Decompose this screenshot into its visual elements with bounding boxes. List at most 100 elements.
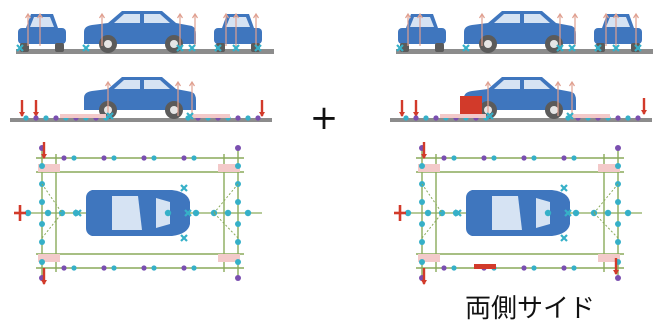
node xyxy=(572,209,580,217)
node xyxy=(101,155,107,161)
node xyxy=(561,265,567,271)
car-front-window xyxy=(30,17,54,27)
red-pin-head xyxy=(399,112,405,117)
cross-marker xyxy=(454,209,462,217)
node xyxy=(71,265,77,271)
node xyxy=(419,221,425,227)
node xyxy=(441,265,447,271)
car-side-window xyxy=(524,14,550,23)
pad-strip xyxy=(440,114,486,118)
node xyxy=(419,259,425,265)
node xyxy=(571,265,577,271)
cross-marker xyxy=(186,112,194,120)
arrow-head xyxy=(98,12,106,19)
pad xyxy=(598,254,620,262)
row-front-side-views xyxy=(16,11,274,54)
arrow-head xyxy=(556,12,564,19)
wheel-hub xyxy=(170,40,178,48)
node xyxy=(33,115,39,121)
node xyxy=(39,239,45,245)
car-front-body xyxy=(214,28,262,44)
cross-stroke xyxy=(16,44,24,52)
node xyxy=(235,163,241,169)
car-top-view xyxy=(466,190,570,236)
car-top-window xyxy=(156,198,170,228)
node xyxy=(151,265,157,271)
node xyxy=(635,115,641,121)
cross-stroke xyxy=(82,44,90,52)
wheel-hub xyxy=(170,106,178,114)
node xyxy=(141,265,147,271)
car-side-view xyxy=(464,11,576,53)
node xyxy=(544,209,552,217)
panel-right xyxy=(390,11,653,285)
brace-line xyxy=(41,212,63,239)
node xyxy=(24,209,32,217)
arrow-head xyxy=(478,12,486,19)
arrow-head xyxy=(484,80,492,87)
ground-bar xyxy=(390,118,652,122)
car-top-view xyxy=(86,190,190,236)
row-front-side-views xyxy=(396,11,653,54)
node xyxy=(61,265,67,271)
node xyxy=(224,209,232,217)
cross-marker xyxy=(214,44,222,52)
panel-left xyxy=(10,11,274,285)
pad xyxy=(38,254,60,262)
cross-stroke xyxy=(188,44,196,52)
cross-stroke xyxy=(214,44,222,52)
node xyxy=(191,265,197,271)
side-support-block xyxy=(474,264,496,269)
car-side-window xyxy=(114,80,140,89)
cross-marker xyxy=(74,209,82,217)
cross-marker xyxy=(560,184,568,192)
node xyxy=(521,155,527,161)
arrow-head xyxy=(232,12,240,19)
cross-stroke xyxy=(184,209,192,217)
cross-stroke xyxy=(180,234,188,242)
car-top-window xyxy=(536,198,550,228)
node xyxy=(424,209,432,217)
cross-stroke xyxy=(612,44,620,52)
pad xyxy=(598,164,620,172)
node xyxy=(43,115,49,121)
car-side-window xyxy=(114,14,140,23)
cross-stroke xyxy=(560,184,568,192)
brace-line xyxy=(421,212,443,239)
node xyxy=(531,265,537,271)
wheel-hub xyxy=(550,40,558,48)
red-pin-head xyxy=(421,154,427,159)
car-front-window xyxy=(410,17,434,27)
brace-line xyxy=(593,183,619,214)
arrow-head xyxy=(568,80,576,87)
pad xyxy=(218,254,240,262)
cross-stroke xyxy=(254,44,262,52)
node xyxy=(433,115,439,121)
car-side-window xyxy=(494,80,520,89)
cross-stroke xyxy=(556,44,564,52)
node xyxy=(615,221,621,227)
plus-operator: + xyxy=(309,98,339,138)
brace-line xyxy=(593,212,619,239)
node xyxy=(615,163,621,169)
cross-marker xyxy=(564,209,572,217)
node xyxy=(419,199,425,205)
arrow-head xyxy=(36,12,44,19)
wheel-hub xyxy=(104,40,112,48)
red-pin-head xyxy=(421,280,427,285)
car-side-body xyxy=(464,77,576,110)
wheel xyxy=(435,43,444,52)
car-front-window xyxy=(606,17,630,27)
node xyxy=(531,155,537,161)
node xyxy=(164,209,172,217)
node xyxy=(53,115,59,121)
cross-stroke xyxy=(106,112,114,120)
cross-marker xyxy=(612,44,620,52)
node xyxy=(244,209,252,217)
node xyxy=(235,145,241,151)
node xyxy=(451,265,457,271)
node xyxy=(235,199,241,205)
node xyxy=(191,155,197,161)
red-pin-head xyxy=(19,112,25,117)
cross-marker xyxy=(232,44,240,52)
